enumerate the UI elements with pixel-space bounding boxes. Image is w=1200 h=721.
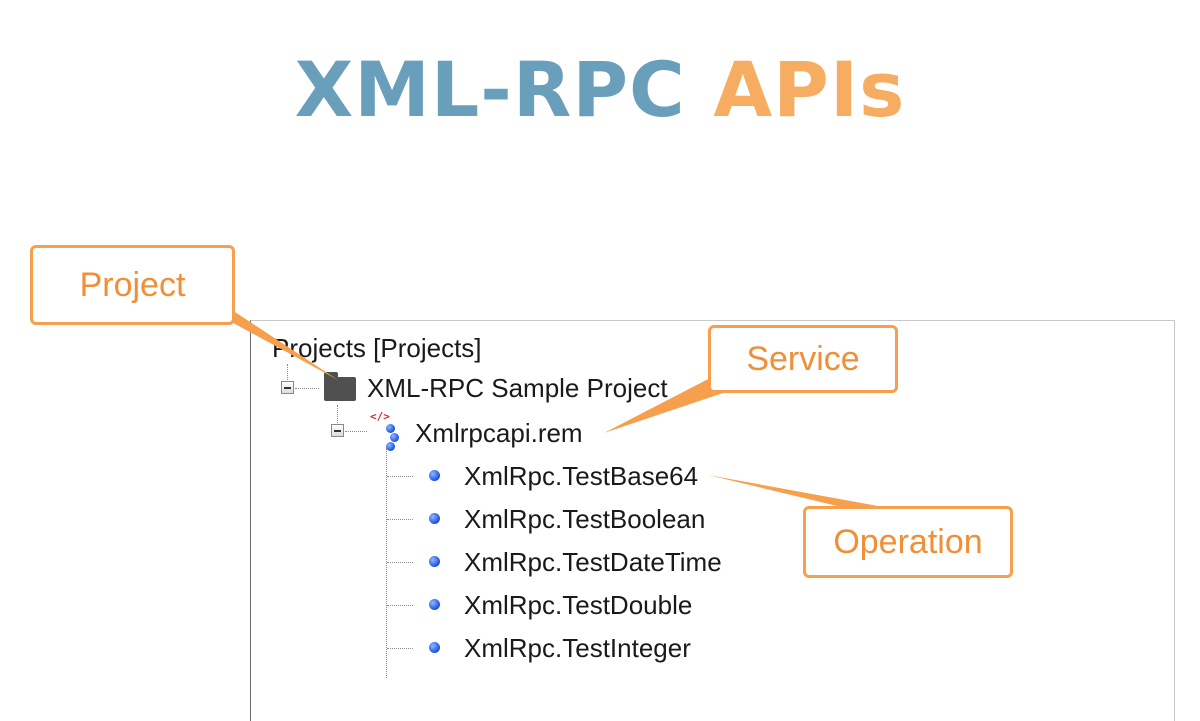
project-callout: Project [30, 245, 235, 325]
tree-connector [387, 519, 413, 520]
tree-item-project[interactable]: XML-RPC Sample Project [367, 373, 668, 403]
tree-connector [386, 448, 387, 678]
tree-connector [345, 431, 367, 432]
project-folder-icon [324, 372, 356, 401]
service-callout: Service [708, 325, 898, 393]
tree-connector [295, 388, 319, 389]
tree-connector [387, 648, 413, 649]
tree-connector [337, 405, 338, 423]
operation-bullet-icon [429, 470, 440, 481]
operation-bullet-icon [429, 642, 440, 653]
operation-callout: Operation [803, 506, 1013, 578]
xml-tag-icon: </> [370, 410, 390, 423]
service-collapse-toggle[interactable] [331, 424, 344, 437]
service-icon: </> [370, 410, 402, 451]
tree-connector [287, 364, 288, 380]
tree-root-label[interactable]: Projects [Projects] [272, 333, 482, 363]
tree-item-operation[interactable]: XmlRpc.TestDouble [464, 590, 693, 620]
tree-connector [387, 562, 413, 563]
tree-connector [387, 476, 413, 477]
tree-connector [387, 605, 413, 606]
tree-item-operation[interactable]: XmlRpc.TestDateTime [464, 547, 722, 577]
title-part-apis: APIs [713, 45, 906, 134]
operation-bullet-icon [429, 513, 440, 524]
operation-bullet-icon [429, 599, 440, 610]
tree-item-service[interactable]: Xmlrpcapi.rem [415, 418, 583, 448]
tree-item-operation[interactable]: XmlRpc.TestBoolean [464, 504, 706, 534]
tree-item-operation[interactable]: XmlRpc.TestBase64 [464, 461, 699, 491]
page-title: XML-RPC APIs [0, 48, 1200, 132]
operation-bullet-icon [429, 556, 440, 567]
project-collapse-toggle[interactable] [281, 381, 294, 394]
title-part-xmlrpc: XML-RPC [294, 45, 686, 134]
tree-item-operation[interactable]: XmlRpc.TestInteger [464, 633, 691, 663]
